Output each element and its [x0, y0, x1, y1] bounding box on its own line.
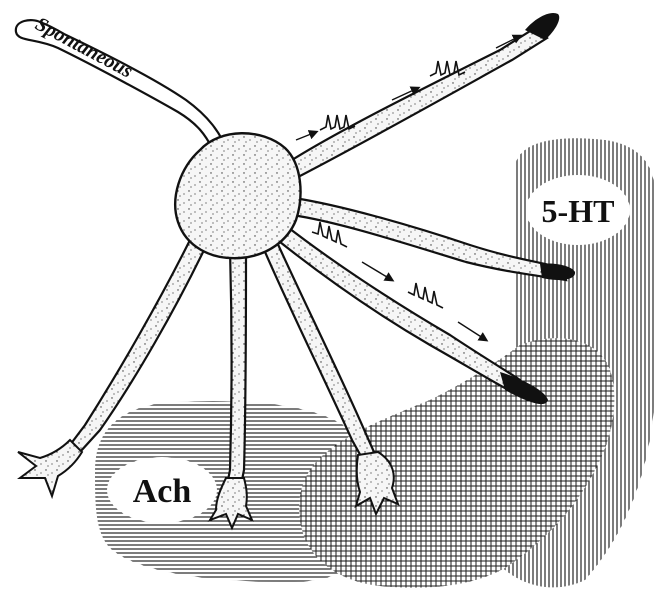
spike-train-lower-2	[408, 283, 443, 308]
acetylcholine-label: Ach	[133, 473, 192, 510]
spike-train-upper-1	[320, 115, 355, 130]
spike-train-upper-2	[430, 61, 465, 76]
spike-arrow-upper-1	[296, 132, 316, 140]
spike-arrow-lower-2	[458, 322, 486, 340]
serotonin-label: 5-HT	[542, 193, 615, 229]
center-dendrite	[228, 250, 246, 480]
left-dendrite-terminal	[18, 440, 82, 496]
upper-axon	[292, 28, 547, 178]
spike-arrow-lower-1	[362, 262, 392, 280]
spontaneous-label: Spontaneous	[32, 13, 137, 83]
soma	[175, 133, 300, 258]
